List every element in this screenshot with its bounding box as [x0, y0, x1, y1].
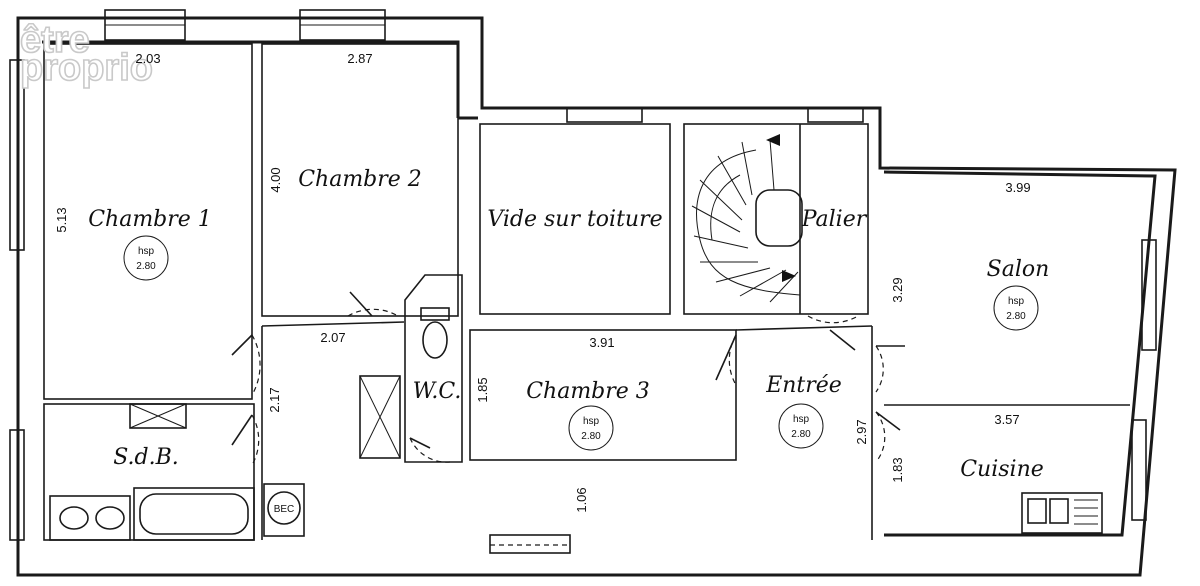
room-label-vide: Vide sur toiture — [487, 207, 662, 232]
dim-ch3-length: 1.85 — [475, 377, 490, 402]
hsp-marker-salon: hsp 2.80 — [993, 285, 1039, 331]
room-label-wc: W.C. — [413, 379, 462, 404]
room-label-palier: Palier — [801, 207, 868, 232]
toilet-fixture — [420, 307, 450, 359]
interior-walls — [43, 43, 1130, 541]
dim-hall-width: 1.06 — [574, 487, 589, 512]
dim-ch2-width: 2.87 — [347, 51, 372, 66]
dim-salon-width: 3.99 — [1005, 180, 1030, 195]
watermark-line2: proprio — [20, 47, 153, 89]
dim-salon-length: 3.29 — [890, 277, 905, 302]
dim-ch2-length: 4.00 — [268, 167, 283, 192]
room-label-entree: Entrée — [765, 373, 842, 398]
room-label-chambre3: Chambre 3 — [526, 379, 650, 404]
dim-corridor-width: 2.07 — [320, 330, 345, 345]
svg-text:hsp: hsp — [583, 416, 600, 427]
svg-text:hsp: hsp — [793, 414, 810, 425]
svg-text:2.80: 2.80 — [791, 429, 811, 440]
hsp-marker-entree: hsp 2.80 — [778, 403, 824, 449]
hsp-marker-chambre3: hsp 2.80 — [568, 405, 614, 451]
dim-ch1-width: 2.03 — [135, 51, 160, 66]
svg-text:2.80: 2.80 — [1006, 311, 1026, 322]
dim-ch1-length: 5.13 — [54, 207, 69, 232]
doors — [231, 291, 905, 466]
outer-walls — [16, 16, 1177, 577]
dim-entree-length: 2.97 — [854, 419, 869, 444]
svg-text:hsp: hsp — [138, 246, 155, 257]
room-label-chambre2: Chambre 2 — [298, 167, 422, 192]
svg-text:2.80: 2.80 — [136, 261, 156, 272]
room-label-salon: Salon — [987, 257, 1050, 282]
dim-ch3-width: 3.91 — [589, 335, 614, 350]
svg-text:hsp: hsp — [1008, 296, 1025, 307]
hsp-marker-chambre1: hsp 2.80 — [123, 235, 169, 281]
staircase — [691, 134, 803, 303]
room-label-chambre1: Chambre 1 — [88, 207, 212, 232]
bathroom-fixtures — [49, 403, 305, 541]
svg-text:2.80: 2.80 — [581, 431, 601, 442]
dim-cuisine-width: 3.57 — [994, 412, 1019, 427]
room-label-sdb: S.d.B. — [113, 445, 179, 470]
dim-corridor-length: 2.17 — [267, 387, 282, 412]
room-label-cuisine: Cuisine — [960, 457, 1044, 482]
boiler-label: BEC — [274, 504, 295, 515]
watermark-line1: être — [20, 19, 90, 61]
windows — [9, 9, 1157, 554]
dim-cuisine-length: 1.83 — [890, 457, 905, 482]
kitchen-fixtures — [1021, 492, 1103, 534]
